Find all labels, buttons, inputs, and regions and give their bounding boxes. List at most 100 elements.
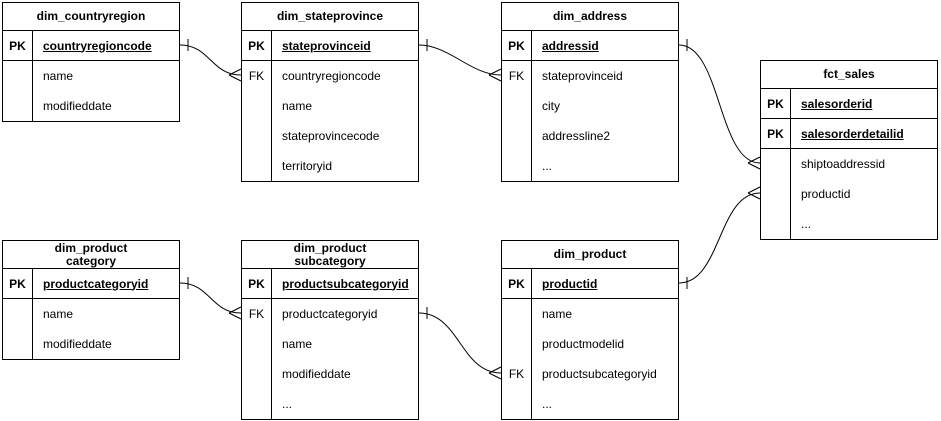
field-name: stateprovincecode xyxy=(282,129,380,143)
entity-title: dim_product category xyxy=(3,241,179,269)
field-row: city xyxy=(502,91,678,121)
field-row: PK addressid xyxy=(502,31,678,61)
key-badge xyxy=(502,299,532,329)
edge-productcategory-to-productsubcategory[interactable] xyxy=(179,277,242,320)
field-name: name xyxy=(43,69,74,83)
key-badge: PK xyxy=(3,31,33,60)
key-badge xyxy=(502,121,532,151)
key-badge xyxy=(502,329,532,359)
entity-dim-stateprovince[interactable]: dim_stateprovince PK stateprovinceid FK … xyxy=(241,2,419,182)
entity-dim-product-subcategory[interactable]: dim_product subcategory PK productsubcat… xyxy=(241,240,419,420)
field-name: shiptoaddressid xyxy=(801,157,886,171)
key-badge xyxy=(242,151,272,181)
field-name: productcategoryid xyxy=(282,307,378,321)
key-badge: FK xyxy=(242,61,272,91)
field-name: salesorderdetailid xyxy=(801,126,904,141)
field-row: modifieddate xyxy=(3,91,179,121)
key-badge: PK xyxy=(3,269,33,298)
key-badge: PK xyxy=(761,89,791,118)
field-row: name xyxy=(3,299,179,329)
field-name: city xyxy=(542,99,560,113)
field-name: productid xyxy=(801,187,851,201)
field-row: PK productsubcategoryid xyxy=(242,269,418,299)
field-name: countryregioncode xyxy=(282,69,381,83)
key-badge xyxy=(502,151,532,181)
field-row: ... xyxy=(242,389,418,419)
field-row: PK stateprovinceid xyxy=(242,31,418,61)
key-badge xyxy=(761,209,791,239)
field-name: modifieddate xyxy=(282,367,351,381)
field-name: ... xyxy=(801,217,812,231)
entity-title: dim_stateprovince xyxy=(242,3,418,31)
field-row: productmodelid xyxy=(502,329,678,359)
field-row: productid xyxy=(761,179,937,209)
field-row: territoryid xyxy=(242,151,418,181)
entity-title: dim_address xyxy=(502,3,678,31)
field-row: name xyxy=(502,299,678,329)
field-name: countryregioncode xyxy=(43,38,152,53)
key-badge xyxy=(242,121,272,151)
key-badge xyxy=(3,61,33,91)
field-name: addressline2 xyxy=(542,129,611,143)
field-name: addressid xyxy=(542,38,599,53)
key-badge xyxy=(761,149,791,179)
field-name: name xyxy=(282,337,313,351)
entity-dim-countryregion[interactable]: dim_countryregion PK countryregioncode n… xyxy=(2,2,180,122)
key-badge xyxy=(3,329,33,359)
field-row: modifieddate xyxy=(3,329,179,359)
edge-stateprovince-to-address[interactable] xyxy=(418,39,502,82)
field-name: name xyxy=(542,307,573,321)
key-badge xyxy=(3,91,33,121)
field-row: FK productsubcategoryid xyxy=(502,359,678,389)
key-badge xyxy=(761,179,791,209)
field-row: modifieddate xyxy=(242,359,418,389)
field-name: ... xyxy=(542,397,553,411)
field-name: productsubcategoryid xyxy=(542,367,657,381)
field-row: PK salesorderid xyxy=(761,89,937,119)
field-row: PK salesorderdetailid xyxy=(761,119,937,149)
edge-address-to-fct-sales[interactable] xyxy=(678,39,761,170)
key-badge: FK xyxy=(502,359,532,389)
field-row: stateprovincecode xyxy=(242,121,418,151)
field-name: salesorderid xyxy=(801,96,873,111)
key-badge xyxy=(3,299,33,329)
field-name: territoryid xyxy=(282,159,333,173)
edge-countryregion-to-stateprovince[interactable] xyxy=(179,39,242,82)
field-name: modifieddate xyxy=(43,99,112,113)
field-row: ... xyxy=(502,151,678,181)
key-badge: PK xyxy=(502,31,532,60)
key-badge xyxy=(502,91,532,121)
field-row: FK stateprovinceid xyxy=(502,61,678,91)
field-row: ... xyxy=(761,209,937,239)
edge-product-to-fct-sales[interactable] xyxy=(678,186,761,289)
field-row: PK productid xyxy=(502,269,678,299)
field-name: productmodelid xyxy=(542,337,625,351)
entity-dim-product-category[interactable]: dim_product category PK productcategoryi… xyxy=(2,240,180,360)
field-row: name xyxy=(3,61,179,91)
field-row: name xyxy=(242,91,418,121)
field-row: PK productcategoryid xyxy=(3,269,179,299)
entity-title: dim_product subcategory xyxy=(242,241,418,269)
field-name: ... xyxy=(282,397,293,411)
field-row: name xyxy=(242,329,418,359)
field-name: stateprovinceid xyxy=(282,38,371,53)
edge-productsubcategory-to-product[interactable] xyxy=(418,307,502,380)
field-row: shiptoaddressid xyxy=(761,149,937,179)
field-name: modifieddate xyxy=(43,337,112,351)
field-name: name xyxy=(43,307,74,321)
field-row: PK countryregioncode xyxy=(3,31,179,61)
key-badge xyxy=(502,389,532,419)
field-row: FK productcategoryid xyxy=(242,299,418,329)
field-row: FK countryregioncode xyxy=(242,61,418,91)
key-badge xyxy=(242,91,272,121)
entity-dim-product[interactable]: dim_product PK productid name productmod… xyxy=(501,240,679,420)
field-row: ... xyxy=(502,389,678,419)
entity-fct-sales[interactable]: fct_sales PK salesorderid PK salesorderd… xyxy=(760,60,938,240)
key-badge: FK xyxy=(502,61,532,91)
key-badge: PK xyxy=(502,269,532,298)
field-row: addressline2 xyxy=(502,121,678,151)
field-name: productcategoryid xyxy=(43,276,149,291)
entity-dim-address[interactable]: dim_address PK addressid FK stateprovinc… xyxy=(501,2,679,182)
